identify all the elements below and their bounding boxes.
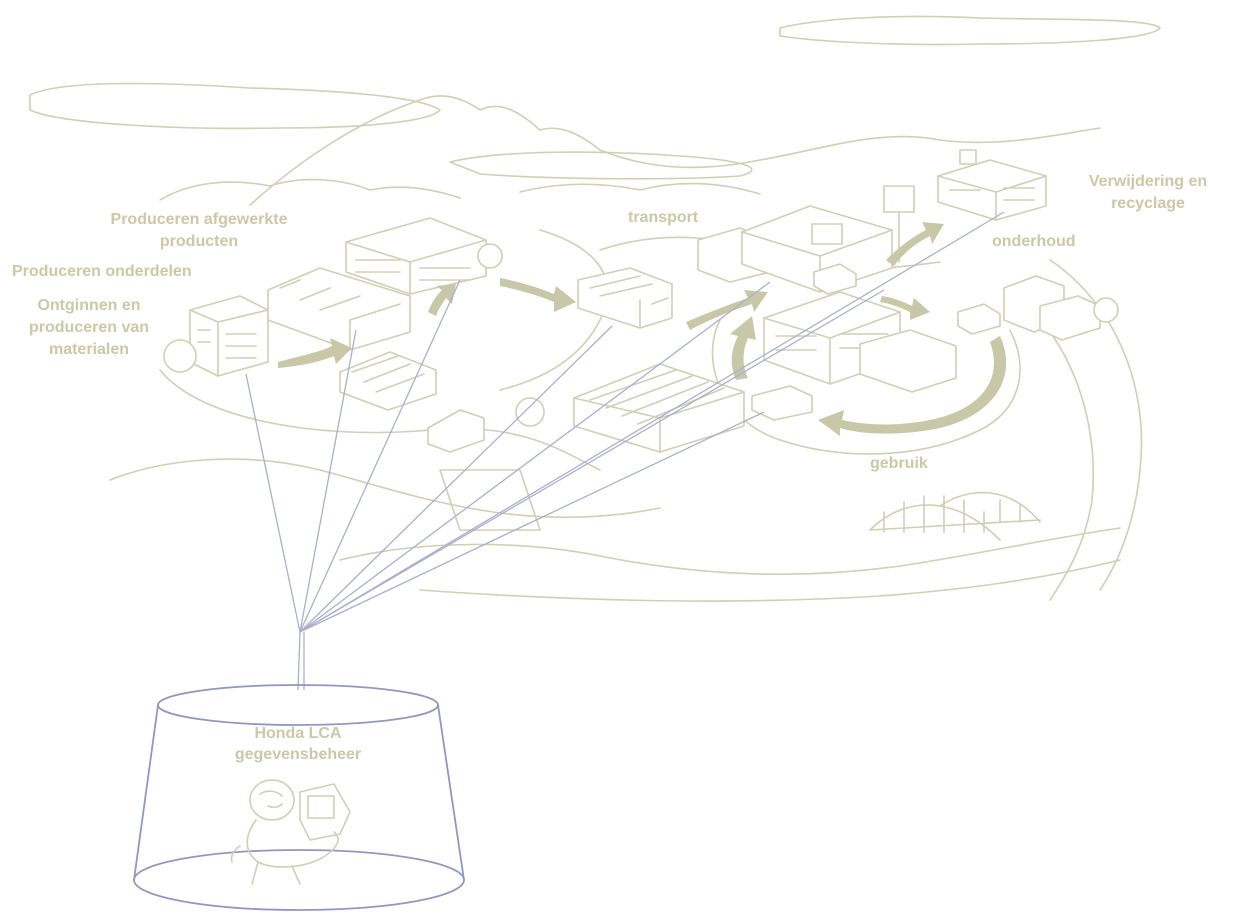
label-gegevensbeheer: gegevensbeheer	[234, 746, 362, 763]
label-ontginnen: Ontginnen en	[37, 297, 141, 314]
clouds	[29, 15, 1161, 180]
buildings	[189, 149, 1101, 453]
label-recyclage: recyclage	[1111, 195, 1185, 212]
label-produceren-onderdelen: Produceren onderdelen	[12, 263, 192, 280]
label-onderhoud: onderhoud	[992, 233, 1076, 250]
label-gebruik: gebruik	[870, 455, 928, 472]
label-honda-lca: Honda LCA	[254, 725, 342, 742]
bridge	[869, 491, 1041, 541]
flow-arrows	[278, 222, 1007, 436]
trees	[163, 243, 1119, 427]
label-produceren-van: produceren van	[28, 319, 150, 336]
vehicles	[427, 263, 1001, 453]
person-at-computer	[230, 779, 351, 885]
lca-database-container	[133, 684, 465, 911]
label-verwijdering: Verwijdering en	[1088, 173, 1208, 190]
label-producten: producten	[159, 233, 239, 250]
data-rays	[245, 211, 1005, 691]
label-transport: transport	[628, 209, 699, 226]
label-materialen: materialen	[48, 341, 130, 358]
label-produceren-afgewerkte: Produceren afgewerkte	[110, 211, 288, 228]
mountains	[159, 95, 1101, 206]
